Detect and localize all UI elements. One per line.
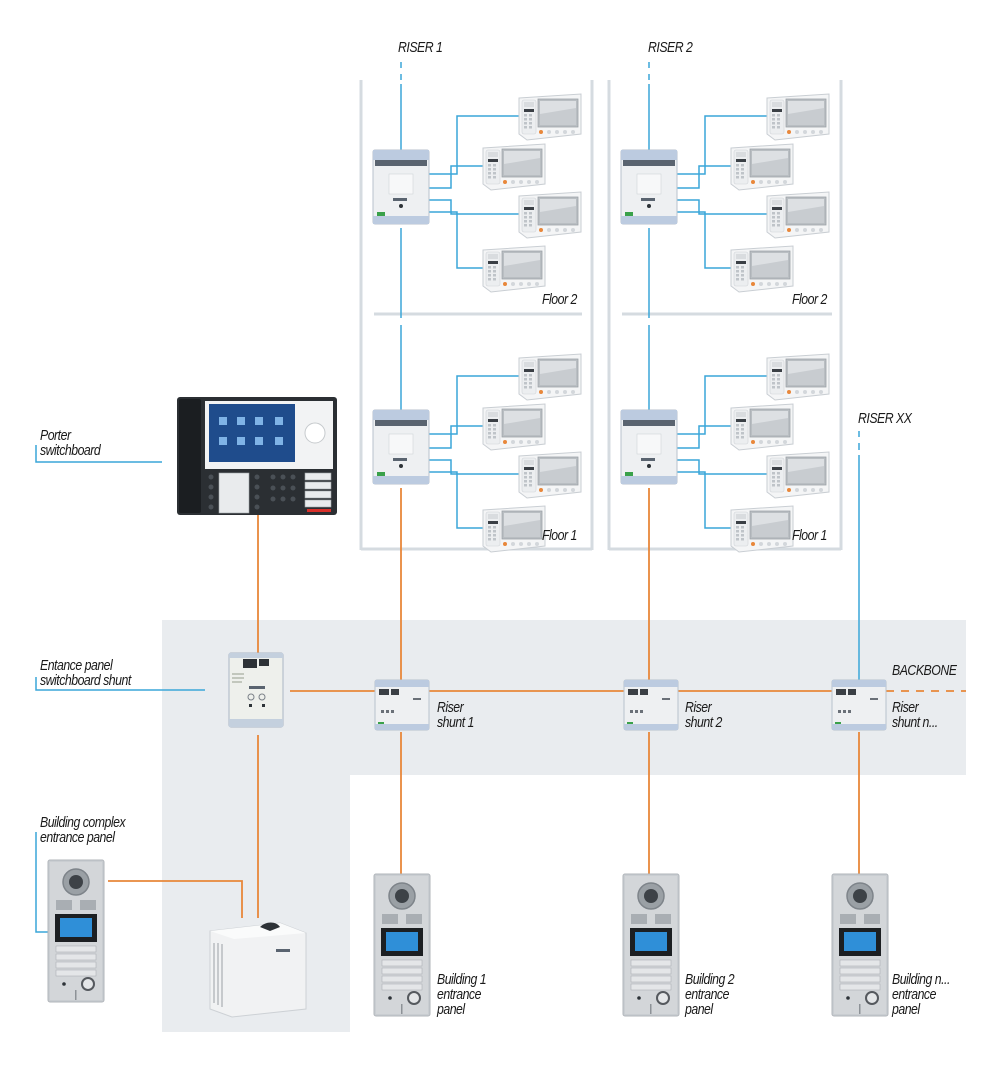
label-line: Building n... [892, 971, 950, 988]
riser-1-floor-0-branch-3 [429, 199, 521, 215]
label-line: shunt 1 [437, 714, 474, 731]
label-line: entrance [437, 986, 481, 1003]
riser-shunt-1-device[interactable] [374, 679, 430, 731]
label-line: entrance [892, 986, 936, 1003]
riser-shunt-n-device[interactable] [831, 679, 887, 731]
riser-2-floor-0-monitor-4[interactable] [730, 245, 794, 293]
label-line: Riser [892, 699, 919, 716]
riser-2-floor-0-monitor-2[interactable] [730, 143, 794, 191]
building-2-entrance-panel-device[interactable] [622, 873, 680, 1017]
riser-1-floor-1-branch-3 [429, 459, 521, 475]
riser-2-label: RISER 2 [648, 39, 693, 56]
riser-1-floor-1-monitor-3[interactable] [518, 451, 582, 499]
porter-label-leader [35, 445, 162, 463]
shunt-label-leader [35, 677, 205, 691]
riser-2-floor-1-interface-module[interactable] [620, 409, 678, 485]
riser-1-floor-0-interface-module[interactable] [372, 149, 430, 225]
label-line: Building 1 [437, 971, 487, 988]
complex-entrance-panel-device[interactable] [47, 859, 105, 1003]
riser-1-floor-1-branch-4 [429, 471, 485, 529]
riser-1-floor-1-label: Floor 1 [542, 527, 577, 544]
riser-shunt-1-label: Riser shunt 1 [437, 700, 474, 730]
riser-1-floor-0-monitor-2[interactable] [482, 143, 546, 191]
riser-shunt-2-device[interactable] [623, 679, 679, 731]
label-line: shunt 2 [685, 714, 722, 731]
complex-panel-label: Building complex entrance panel [40, 814, 126, 846]
label-line: panel [685, 1001, 713, 1018]
riser-2-floor-0-branch-2 [677, 165, 733, 189]
building-1-entrance-panel-device[interactable] [373, 873, 431, 1017]
riser-2-floor-0-branch-4 [677, 211, 733, 269]
label-line: Entance panel [40, 657, 113, 674]
riser-1-frame [359, 80, 594, 551]
complex-panel-to-psu [108, 880, 243, 918]
riser-1-floor-2-label: Floor 2 [542, 291, 577, 308]
riser-2-floor-1-monitor-3[interactable] [766, 451, 830, 499]
building-1-panel-label: Building 1 entrance panel [437, 971, 487, 1018]
riser-2-floor-1-monitor-2[interactable] [730, 403, 794, 451]
riser-2-floor-1-branch-2 [677, 425, 733, 449]
riser-1-label: RISER 1 [398, 39, 443, 56]
riser-2-floor-0-branch-3 [677, 199, 769, 215]
building-2-panel-label: Building 2 entrance panel [685, 971, 735, 1018]
riser-2-floor-0-monitor-1[interactable] [766, 93, 830, 141]
porter-switchboard-device[interactable] [177, 397, 337, 515]
label-line: Building 2 [685, 971, 735, 988]
riser-1-floor-0-branch-2 [429, 165, 485, 189]
label-line: Riser [685, 699, 712, 716]
riser-2-floor-1-label: Floor 1 [792, 527, 827, 544]
entrance-switchboard-shunt-device[interactable] [228, 652, 284, 728]
riser-1-floor-0-monitor-1[interactable] [518, 93, 582, 141]
riser-1-floor-0-monitor-4[interactable] [482, 245, 546, 293]
label-line: shunt n... [892, 714, 938, 731]
riser-1-floor-1-interface-module[interactable] [372, 409, 430, 485]
riser-1-floor-1-monitor-4[interactable] [482, 505, 546, 553]
porter-switchboard-label: Porter switchboard [40, 427, 101, 459]
floor-branches [429, 115, 769, 529]
power-supply-device[interactable] [209, 922, 307, 1018]
floor-devices [372, 93, 830, 553]
riser-2-frame [607, 80, 843, 551]
riser-2-floor-0-interface-module[interactable] [620, 149, 678, 225]
riser-1-floor-0-branch-1 [429, 115, 521, 175]
label-line: switchboard [40, 442, 101, 459]
label-line: Building complex [40, 814, 126, 831]
building-n-entrance-panel-device[interactable] [831, 873, 889, 1017]
riser-1-floor-1-branch-2 [429, 425, 485, 449]
label-line: entrance panel [40, 829, 115, 846]
label-line: Riser [437, 699, 464, 716]
label-line: Porter [40, 427, 71, 444]
backbone-area [162, 620, 966, 1032]
complex-label-leader [35, 832, 48, 933]
riser-1-floor-1-branch-1 [429, 375, 521, 435]
building-n-panel-label: Building n... entrance panel [892, 972, 950, 1017]
riser-1-floor-1-monitor-1[interactable] [518, 353, 582, 401]
riser-1-floor-0-monitor-3[interactable] [518, 191, 582, 239]
riser-2-floor-1-branch-3 [677, 459, 769, 475]
riser-2-floor-2-label: Floor 2 [792, 291, 827, 308]
label-line: panel [892, 1001, 920, 1018]
label-line: panel [437, 1001, 465, 1018]
riser-xx-label: RISER XX [858, 410, 912, 427]
entrance-shunt-label: Entance panel switchboard shunt [40, 658, 131, 688]
riser-shunt-2-label: Riser shunt 2 [685, 700, 722, 730]
riser-2-floor-1-branch-4 [677, 471, 733, 529]
riser-2-floor-1-monitor-4[interactable] [730, 505, 794, 553]
backbone-label: BACKBONE [892, 662, 957, 679]
riser-2-floor-0-monitor-3[interactable] [766, 191, 830, 239]
riser-1-floor-0-branch-4 [429, 211, 485, 269]
riser-2-floor-1-branch-1 [677, 375, 769, 435]
label-line: switchboard shunt [40, 672, 131, 689]
riser-1-floor-1-monitor-2[interactable] [482, 403, 546, 451]
riser-2-floor-1-monitor-1[interactable] [766, 353, 830, 401]
label-line: entrance [685, 986, 729, 1003]
riser-2-floor-0-branch-1 [677, 115, 769, 175]
riser-shunt-n-label: Riser shunt n... [892, 700, 938, 730]
